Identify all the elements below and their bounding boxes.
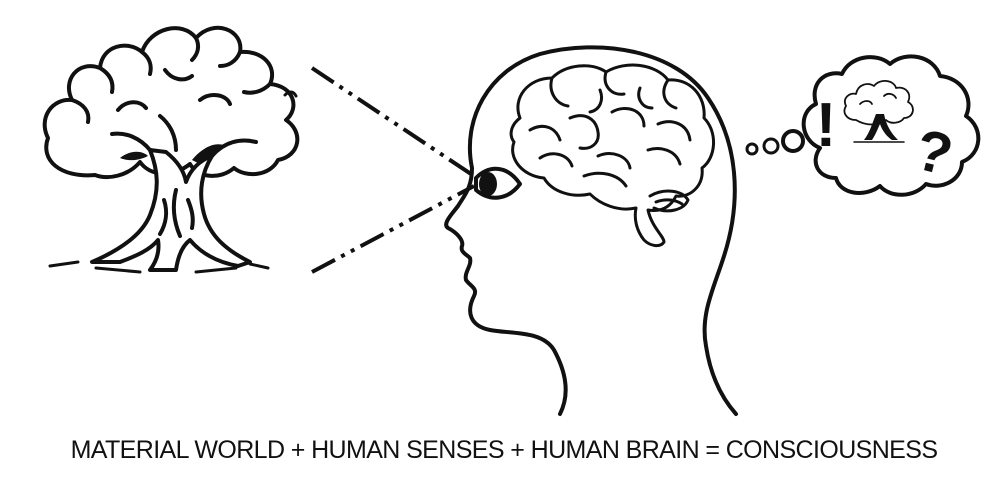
thought-cloud <box>801 54 981 197</box>
thought-dot-large <box>781 129 805 153</box>
sight-line-lower <box>311 184 475 274</box>
cerebellum <box>648 189 690 213</box>
brain-illustration <box>509 63 715 248</box>
tree-illustration <box>42 25 300 274</box>
equation-caption: MATERIAL WORLD + HUMAN SENSES + HUMAN BR… <box>70 436 938 464</box>
tree-ground <box>48 260 80 268</box>
sight-line-upper <box>310 66 476 178</box>
exclamation-mark: ! <box>816 91 837 160</box>
thought-dot-medium <box>762 137 780 155</box>
thought-bubble <box>745 54 981 197</box>
thought-dot-small <box>745 142 759 156</box>
imagined-tree <box>843 80 914 143</box>
head-outline <box>444 45 738 416</box>
eye-icon <box>474 167 522 200</box>
head-profile <box>444 45 738 416</box>
tree-trunk <box>90 148 252 272</box>
sight-lines <box>310 66 476 274</box>
